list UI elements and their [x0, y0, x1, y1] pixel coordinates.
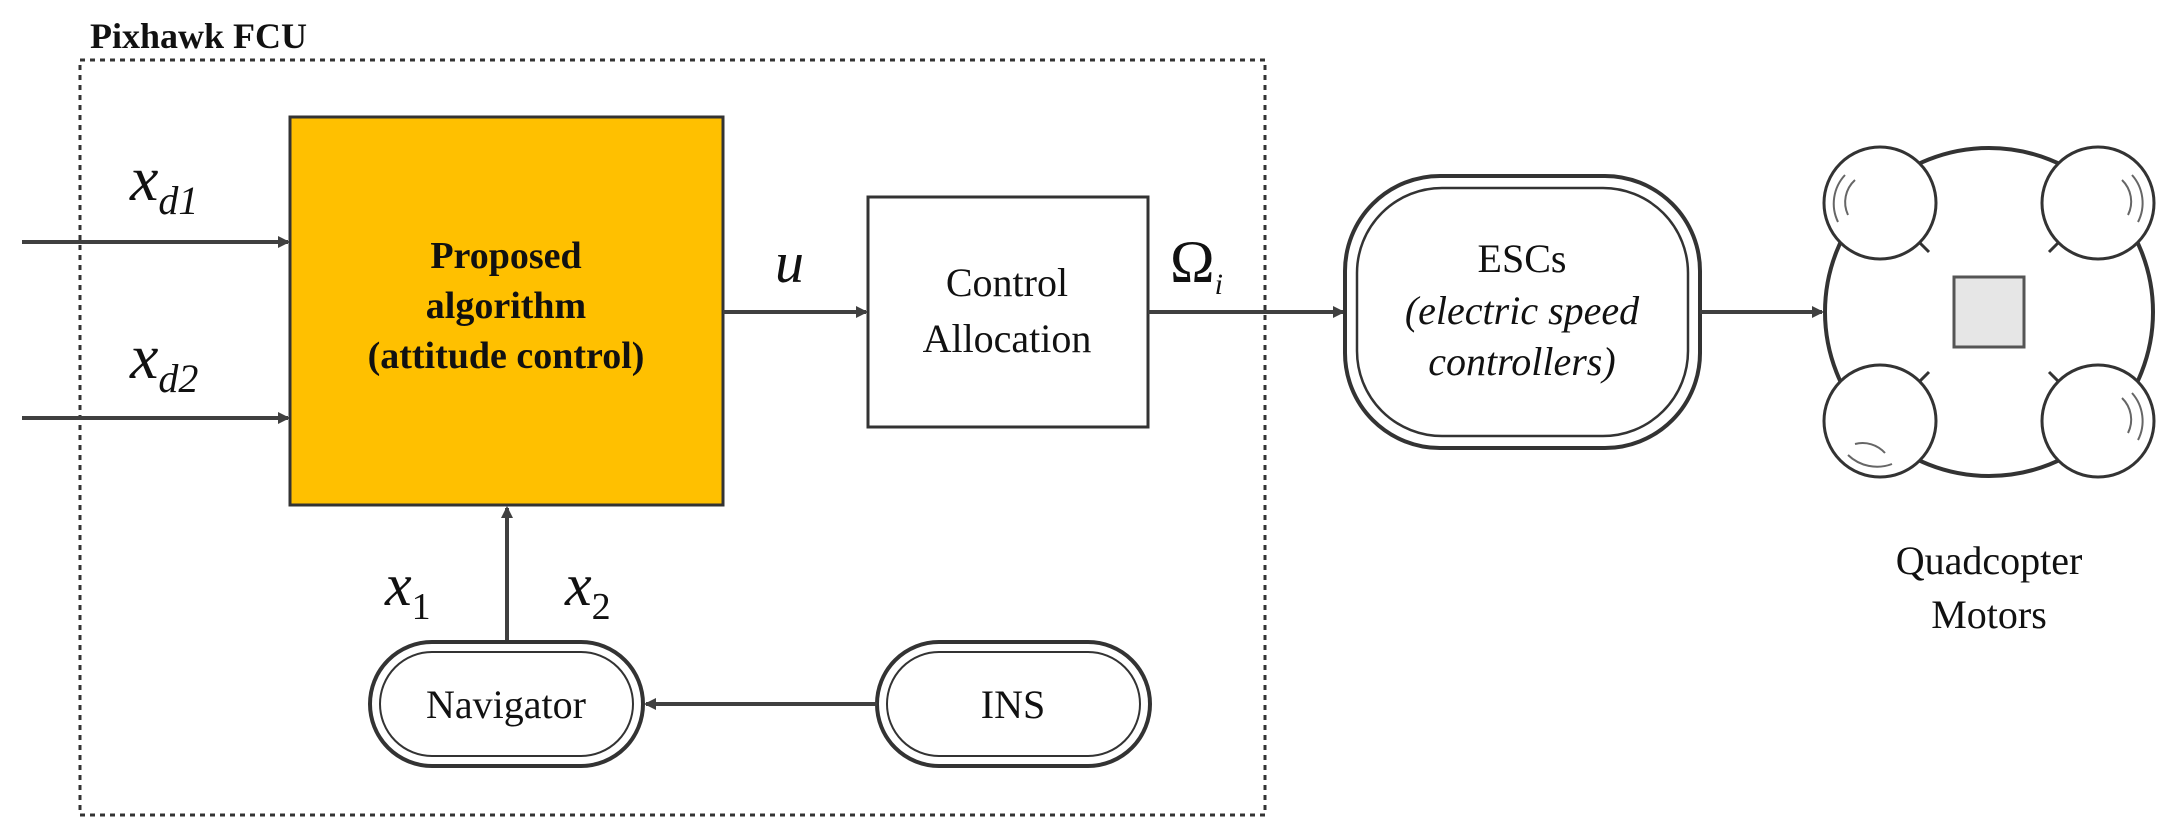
algorithm-line3: (attitude control) [368, 335, 645, 377]
signal-omega-base: Ω [1170, 229, 1215, 295]
signal-xd2-sub: d2 [158, 356, 198, 401]
signal-x1: x1 [384, 552, 431, 628]
signal-xd1-base: x [129, 143, 158, 214]
signal-xd2: xd2 [129, 321, 198, 401]
signal-x2: x2 [564, 552, 611, 628]
signal-xd2-base: x [129, 321, 158, 392]
control-allocation-block [866, 195, 1150, 429]
signal-xd1: xd1 [129, 143, 198, 223]
signal-xd1-sub: d1 [158, 178, 198, 223]
esc-line3: controllers) [1428, 339, 1615, 384]
esc-block-inner [1355, 186, 1690, 438]
pixhawk-fcu-container [78, 58, 1267, 817]
algorithm-line2: algorithm [426, 285, 586, 327]
navigator-block-inner [379, 651, 634, 757]
rotor-bottom-right [2040, 363, 2156, 479]
rotor-top-right [2040, 145, 2156, 261]
signal-x1-sub: 1 [412, 586, 431, 628]
esc-line2: (electric speed [1405, 288, 1640, 333]
allocation-line1: Control [946, 260, 1068, 305]
rotor-top-left [1822, 145, 1938, 261]
signal-omega-sub: i [1215, 268, 1223, 301]
motors-caption-line1: Quadcopter [1896, 538, 2083, 583]
motors-caption-line2: Motors [1931, 592, 2047, 637]
signal-omega: Ωi [1170, 229, 1223, 301]
algorithm-line1: Proposed [430, 235, 581, 277]
algorithm-block [288, 115, 725, 507]
signal-u: u [775, 230, 804, 295]
signal-x1-base: x [384, 552, 412, 618]
navigator-block [368, 640, 645, 768]
signal-x2-base: x [564, 552, 592, 618]
quadcopter-icon [1822, 145, 2156, 479]
container-label: Pixhawk FCU [90, 16, 307, 56]
signal-x2-sub: 2 [592, 586, 611, 628]
esc-line1: ESCs [1478, 236, 1567, 281]
ins-label: INS [981, 682, 1045, 727]
rotor-bottom-left [1822, 363, 1938, 479]
allocation-line2: Allocation [923, 316, 1092, 361]
ins-block-inner [886, 651, 1141, 757]
quadcopter-body [1952, 275, 2026, 349]
navigator-label: Navigator [426, 682, 586, 727]
